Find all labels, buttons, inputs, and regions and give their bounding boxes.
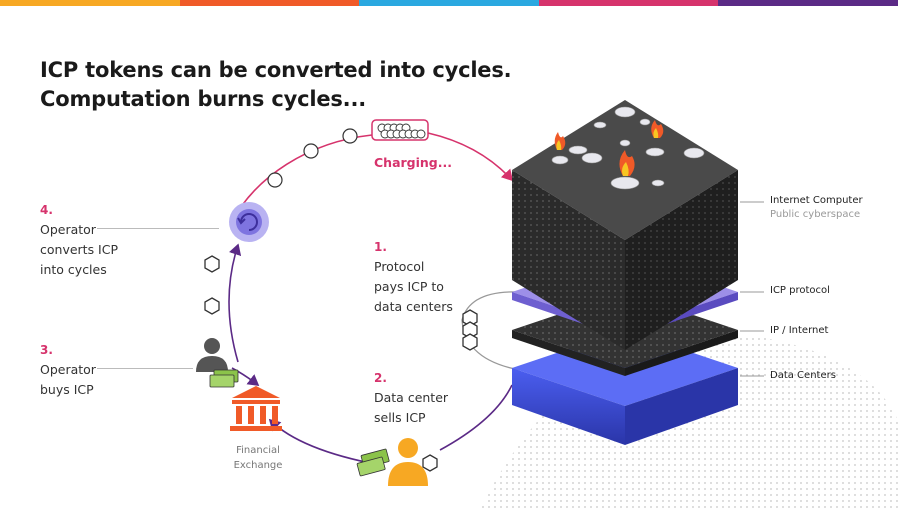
hexagon-token-icon (422, 454, 438, 472)
title-line-1: ICP tokens can be converted into cycles. (40, 58, 512, 82)
grey-loop (461, 291, 521, 371)
step-3-leader (97, 368, 193, 369)
step-1-number: 1. (374, 240, 387, 254)
step-1-line-1: Protocol (374, 259, 425, 274)
page-title: ICP tokens can be converted into cycles.… (40, 56, 512, 114)
hexagon-token-icon (204, 297, 220, 315)
person-icon (196, 338, 228, 372)
color-strip-orange (0, 0, 180, 6)
step-3: 3. Operator buys ICP (40, 340, 96, 400)
cycle-token-icon (342, 128, 358, 144)
exchange-line-2: Exchange (233, 460, 283, 471)
step-1: 1. Protocol pays ICP to data centers (374, 237, 453, 317)
bank-icon (230, 386, 282, 431)
cash-icon (209, 369, 239, 388)
step-2: 2. Data center sells ICP (374, 368, 448, 428)
step-3-line-1: Operator (40, 362, 96, 377)
charging-label: Charging... (374, 155, 452, 170)
layer-label-ic-sub: Public cyberspace (770, 209, 861, 220)
layer-label-data-centers: Data Centers (770, 370, 836, 381)
step-4-number: 4. (40, 203, 53, 217)
step-4-line-1: Operator (40, 222, 96, 237)
cycles-battery-icon (371, 119, 429, 141)
step-3-line-2: buys ICP (40, 382, 94, 397)
hexagon-token-icon (204, 255, 220, 273)
flame-icon (554, 120, 664, 176)
person-icon-yellow (388, 438, 428, 486)
financial-exchange-label: Financial Exchange (222, 443, 294, 473)
hexagon-token-icons (204, 255, 478, 472)
purple-arc-to-bank (231, 367, 260, 386)
step-4-line-3: into cycles (40, 262, 107, 277)
step-4-line-2: converts ICP (40, 242, 119, 257)
step-4: 4. Operator converts ICP into cycles (40, 200, 118, 280)
layer-label-icp-protocol: ICP protocol (770, 285, 830, 296)
color-strip-red (179, 0, 360, 6)
cycle-token-icon (303, 143, 319, 159)
step-3-number: 3. (40, 343, 53, 357)
color-strip-blue (359, 0, 539, 6)
cycle-token-icon (267, 172, 283, 188)
purple-arc-to-dc (439, 384, 513, 451)
step-2-line-2: sells ICP (374, 410, 426, 425)
pink-arc-right (427, 132, 514, 182)
layer-label-ic-title: Internet Computer (770, 195, 863, 206)
layer-label-ip-internet: IP / Internet (770, 325, 829, 336)
step-1-line-3: data centers (374, 299, 453, 314)
title-line-2: Computation burns cycles... (40, 87, 366, 111)
purple-arc-up (228, 243, 242, 363)
cycle-tokens (267, 128, 358, 188)
color-strip-pink (538, 0, 719, 6)
layer-label-internet-computer: Internet Computer Public cyberspace (770, 195, 863, 220)
layer-leader-lines (740, 201, 764, 377)
cash-icon-2 (356, 448, 390, 477)
step-2-number: 2. (374, 371, 387, 385)
step-2-line-1: Data center (374, 390, 449, 405)
top-color-bar (0, 0, 898, 6)
internet-computer-cube (512, 100, 738, 350)
exchange-line-1: Financial (236, 445, 280, 456)
step-1-line-2: pays ICP to (374, 279, 444, 294)
refresh-cycle-icon (229, 202, 269, 242)
step-4-leader (97, 228, 219, 229)
color-strip-purple (718, 0, 898, 6)
